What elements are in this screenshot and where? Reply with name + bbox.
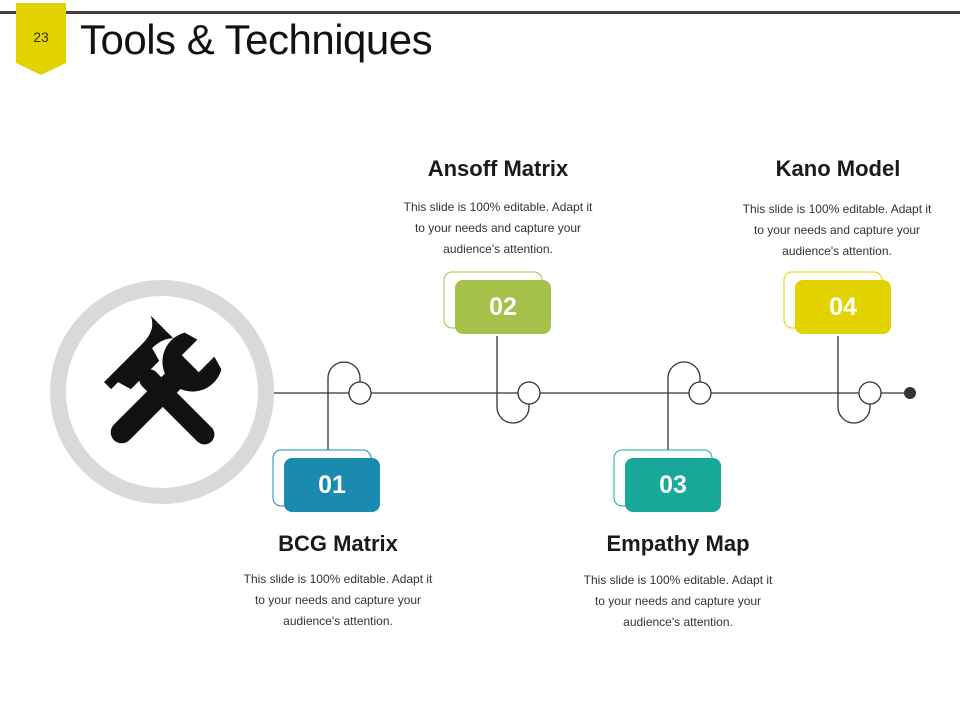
item-title-kano-model: Kano Model (775, 156, 901, 181)
item-title-ansoff-matrix: Ansoff Matrix (427, 156, 569, 181)
tools-icon (104, 315, 222, 445)
connector-02 (496, 336, 530, 424)
connector-04 (837, 336, 871, 424)
connector-node-02 (517, 381, 541, 405)
page-badge (16, 3, 66, 75)
step-number-03: 03 (625, 458, 721, 512)
connector-01 (327, 361, 361, 456)
connector-node-03 (688, 381, 712, 405)
item-description-bcg-matrix: This slide is 100% editable. Adapt it to… (243, 572, 433, 628)
page-title: Tools & Techniques (80, 16, 433, 63)
step-number-02: 02 (455, 280, 551, 334)
connector-node-01 (348, 381, 372, 405)
item-description-empathy-map: This slide is 100% editable. Adapt it to… (583, 573, 773, 629)
item-description-ansoff-matrix: This slide is 100% editable. Adapt it to… (403, 200, 593, 256)
item-title-bcg-matrix: BCG Matrix (278, 531, 398, 556)
item-description-kano-model: This slide is 100% editable. Adapt it to… (742, 202, 932, 258)
timeline-end-dot (904, 387, 916, 399)
step-number-04: 04 (795, 280, 891, 334)
top-rule (0, 11, 960, 14)
connector-node-04 (858, 381, 882, 405)
step-number-01: 01 (284, 458, 380, 512)
page-number: 23 (33, 29, 49, 45)
item-title-empathy-map: Empathy Map (606, 531, 750, 556)
connector-03 (667, 361, 701, 456)
